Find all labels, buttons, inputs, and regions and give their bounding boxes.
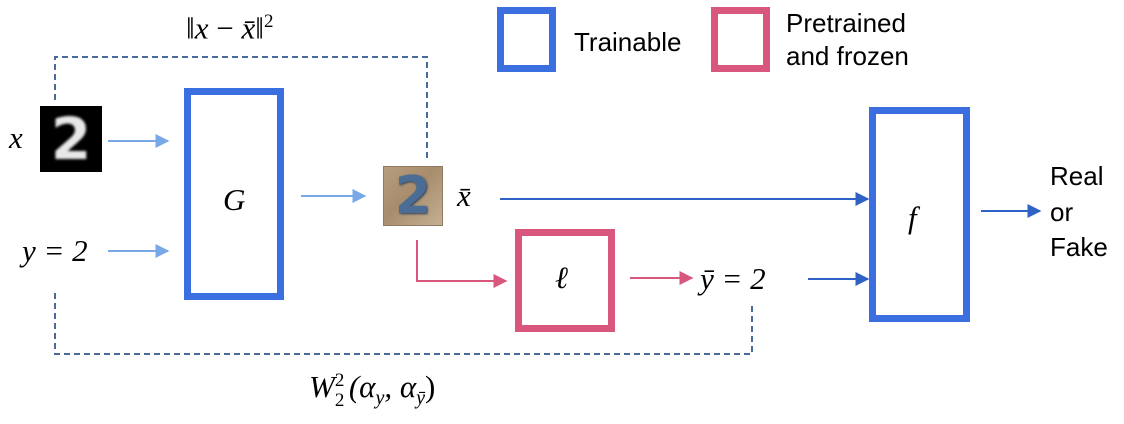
output-real-label: Real bbox=[1050, 161, 1104, 191]
input-digit-glyph: 2 bbox=[50, 106, 92, 172]
output-or-label: or bbox=[1050, 197, 1074, 227]
legend-frozen-label-line1: Pretrained bbox=[786, 8, 906, 38]
generated-image: 2 bbox=[383, 166, 443, 226]
legend-trainable-label: Trainable bbox=[574, 27, 682, 57]
discriminator-label: f bbox=[908, 200, 917, 235]
pretrained-loss-label: ℓ bbox=[555, 260, 568, 295]
legend-frozen-swatch bbox=[711, 7, 770, 72]
legend-frozen-label-line2: and frozen bbox=[786, 41, 909, 71]
output-fake-label: Fake bbox=[1050, 232, 1108, 262]
legend-trainable-swatch bbox=[497, 7, 556, 72]
generator-label: G bbox=[223, 182, 246, 217]
generator-block bbox=[184, 88, 284, 300]
reconstruction-loss-label: ‖x − x̄‖2 bbox=[186, 10, 274, 46]
input-y-label: y = 2 bbox=[22, 233, 88, 268]
predicted-ybar-label: ȳ = 2 bbox=[700, 261, 766, 296]
arrow-xbar-to-loss bbox=[416, 240, 508, 288]
recon-loss-dashed-path bbox=[54, 56, 428, 160]
discriminator-block bbox=[869, 107, 970, 322]
input-x-label: x bbox=[9, 120, 23, 155]
generated-digit-glyph: 2 bbox=[394, 166, 432, 226]
pretrained-loss-block bbox=[515, 229, 615, 332]
generated-xbar-label: x̄ bbox=[457, 178, 471, 213]
wasserstein-loss-dashed-path bbox=[54, 293, 753, 355]
input-mnist-image: 2 bbox=[40, 106, 102, 172]
